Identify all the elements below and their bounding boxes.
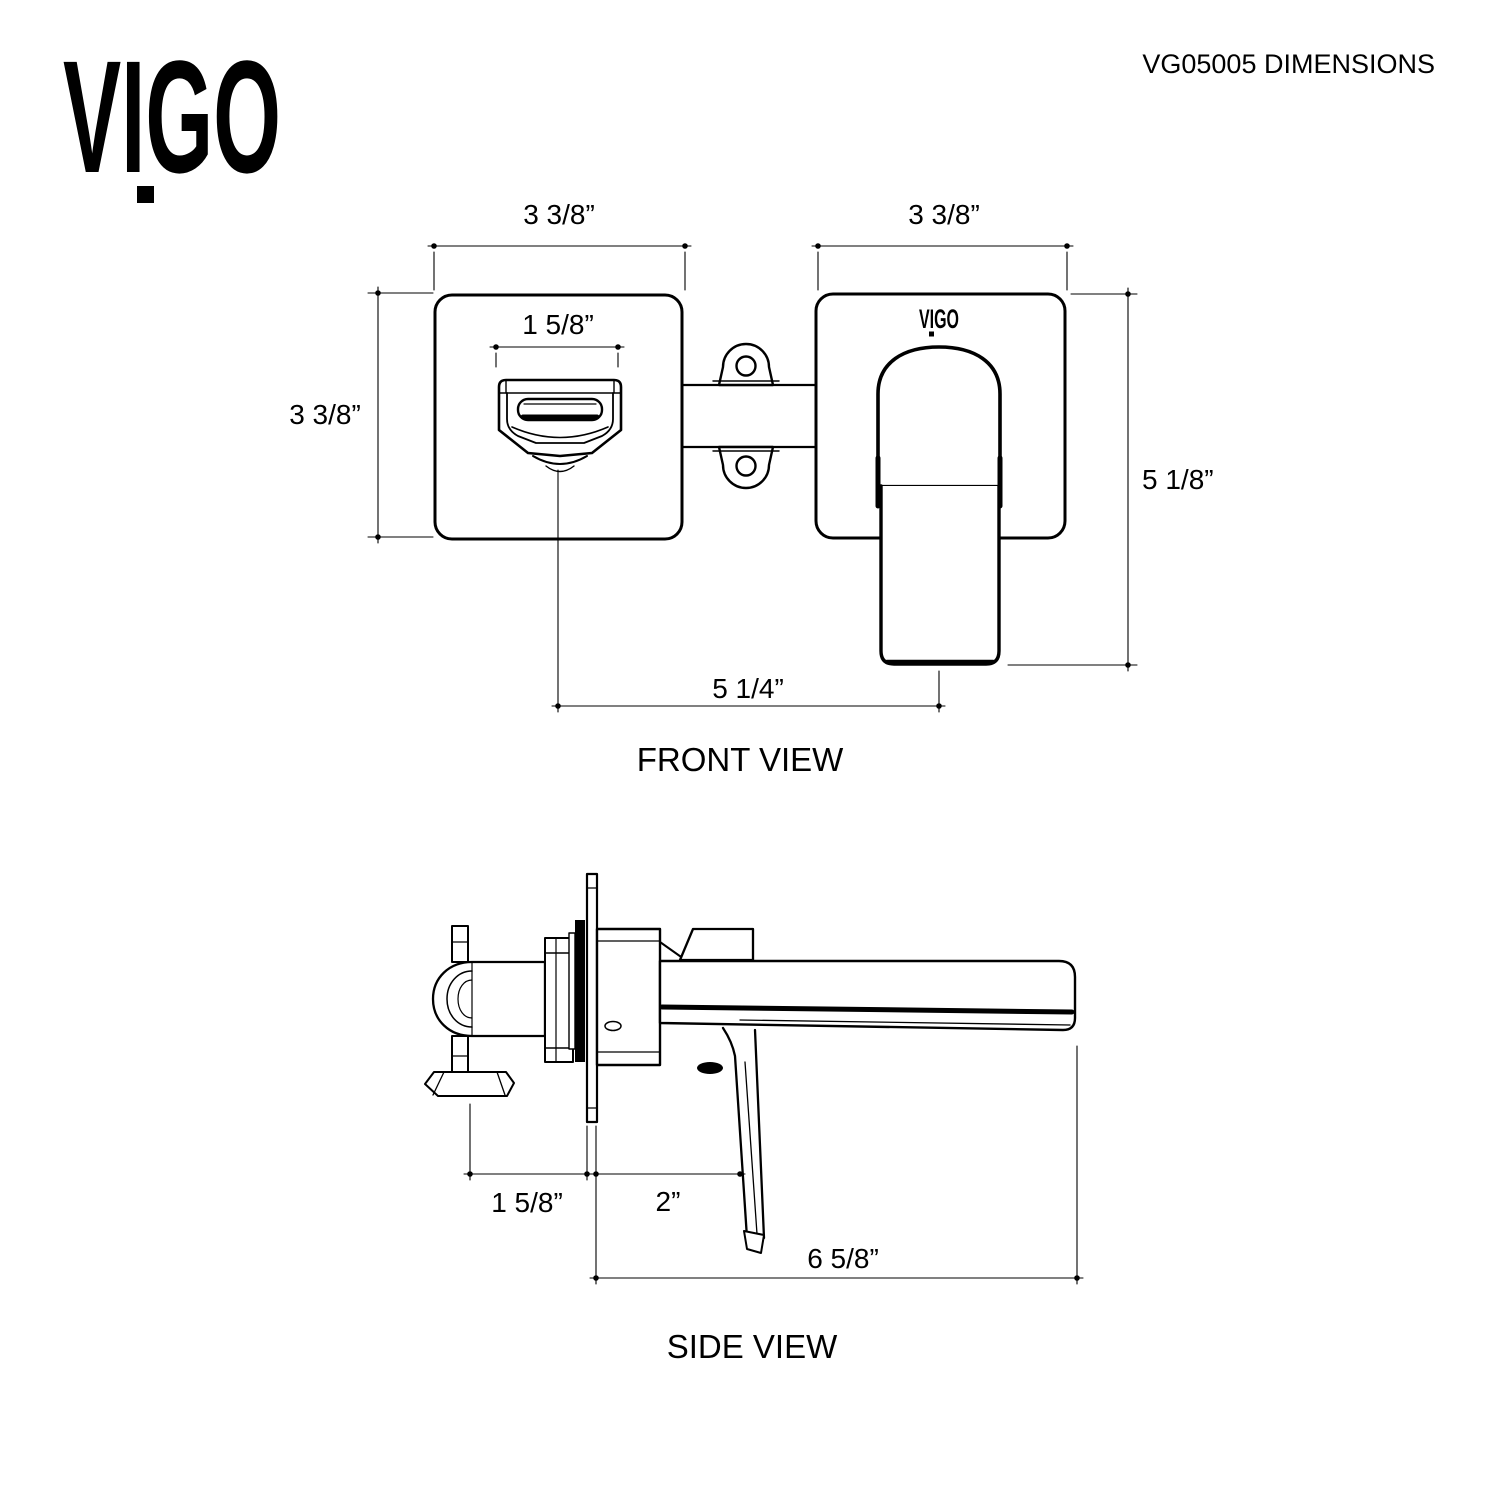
tick-dot bbox=[431, 243, 437, 249]
tick-dot bbox=[1125, 291, 1131, 297]
dim-left-plate-height bbox=[367, 286, 434, 544]
dim-right-plate-width bbox=[811, 243, 1074, 291]
mounting-screw-bottom bbox=[451, 1035, 469, 1073]
tick-dot bbox=[936, 703, 942, 709]
handle-front bbox=[875, 345, 1003, 666]
tick-dot bbox=[375, 534, 381, 540]
handle-arch bbox=[876, 345, 1002, 490]
tick-dot bbox=[682, 243, 688, 249]
elbow-hatch bbox=[496, 1071, 506, 1096]
spout-bar-outline bbox=[658, 959, 1077, 1032]
dim-spout-width bbox=[489, 344, 625, 368]
tick-dot bbox=[375, 290, 381, 296]
screw-hole bbox=[735, 355, 757, 377]
tick-dot bbox=[584, 1171, 590, 1177]
spout-side bbox=[604, 959, 1077, 1032]
wall-plate-side bbox=[585, 872, 599, 1124]
vigo-logo: VIGO bbox=[63, 27, 281, 206]
valve-cylinder-arc bbox=[446, 970, 473, 1028]
tick-dot bbox=[493, 344, 499, 350]
tick-dot bbox=[1064, 243, 1070, 249]
spout-chin-line bbox=[511, 426, 609, 439]
mounting-screw-top bbox=[451, 925, 469, 963]
connector-bar bbox=[681, 383, 818, 449]
valve-body-behind-wall bbox=[424, 920, 585, 1097]
grip-front-edge bbox=[721, 1026, 749, 1240]
spout-dark-stripe bbox=[659, 1004, 1075, 1015]
tick-dot bbox=[593, 1171, 599, 1177]
plate-vigo-logo-dot bbox=[929, 331, 934, 337]
handle-pivot-dot bbox=[697, 1062, 723, 1074]
side-view: 1 5/8” 2” 6 5/8” SIDE VIEW bbox=[424, 872, 1084, 1365]
dim-label-center-to-center: 5 1/4” bbox=[712, 673, 784, 704]
dim-label-right-plate-width: 3 3/8” bbox=[908, 199, 980, 230]
tick-dot bbox=[555, 703, 561, 709]
trim-outline bbox=[595, 927, 662, 1067]
spout-inner-shell bbox=[506, 392, 614, 444]
dim-label-spout-reach: 6 5/8” bbox=[807, 1243, 879, 1274]
dim-label-left-plate-width: 3 3/8” bbox=[523, 199, 595, 230]
dim-spout-reach bbox=[589, 1045, 1084, 1285]
dim-left-plate-width bbox=[427, 243, 692, 291]
supply-elbow bbox=[424, 1071, 515, 1097]
dim-label-handle-height: 5 1/8” bbox=[1142, 464, 1214, 495]
tick-dot bbox=[593, 1275, 599, 1281]
front-view: VIGO 3 3/8” 3 3/8” 3 3/8” bbox=[289, 199, 1213, 778]
lever-pivot-line bbox=[659, 941, 685, 960]
plate-vigo-logo: VIGO bbox=[919, 304, 959, 334]
grip-back-edge bbox=[753, 1028, 766, 1240]
mounting-tab-bottom bbox=[712, 445, 780, 490]
handle-side bbox=[659, 927, 766, 1254]
set-screw-oval bbox=[604, 1020, 622, 1032]
handle-grip-front bbox=[879, 484, 1001, 666]
trim-sleeve bbox=[595, 927, 662, 1067]
tick-dot bbox=[1125, 662, 1131, 668]
dim-label-behind-wall-depth: 1 5/8” bbox=[491, 1187, 563, 1218]
tick-dot bbox=[615, 344, 621, 350]
screw-hole bbox=[735, 455, 757, 477]
spout-bottom-lip-inner bbox=[545, 465, 575, 473]
dim-label-left-plate-height: 3 3/8” bbox=[289, 399, 361, 430]
dim-wall-to-handle bbox=[590, 1125, 746, 1285]
spout-outlet bbox=[497, 378, 623, 473]
side-view-caption: SIDE VIEW bbox=[667, 1328, 838, 1365]
front-view-caption: FRONT VIEW bbox=[637, 741, 844, 778]
tick-dot bbox=[737, 1171, 743, 1177]
mounting-tab-top bbox=[712, 342, 780, 387]
tick-dot bbox=[467, 1171, 473, 1177]
grip-inner-line bbox=[744, 1061, 758, 1235]
vigo-logo-dot bbox=[137, 186, 154, 203]
dim-behind-wall-depth bbox=[463, 1103, 593, 1181]
sheet-title: VG05005 DIMENSIONS bbox=[1142, 49, 1435, 79]
wall-plate-outline bbox=[585, 872, 599, 1124]
spout-bottom-lip bbox=[532, 455, 588, 465]
spout-under-line bbox=[739, 1019, 1071, 1026]
tick-dot bbox=[1074, 1275, 1080, 1281]
dim-center-to-center bbox=[551, 469, 946, 713]
gasket bbox=[575, 920, 585, 1062]
lever-back-tip bbox=[678, 927, 755, 962]
elbow-hatch bbox=[432, 1071, 445, 1096]
dim-handle-height bbox=[1007, 287, 1138, 672]
tick-dot bbox=[815, 243, 821, 249]
valve-cylinder-arc bbox=[457, 979, 473, 1019]
washer bbox=[568, 932, 576, 1050]
dim-label-wall-to-handle: 2” bbox=[656, 1186, 681, 1217]
header: VIGO VG05005 DIMENSIONS bbox=[63, 27, 1435, 206]
dim-label-spout-width: 1 5/8” bbox=[522, 309, 594, 340]
valve-cylinder bbox=[431, 960, 547, 1038]
grip-tip-foot bbox=[743, 1230, 765, 1254]
